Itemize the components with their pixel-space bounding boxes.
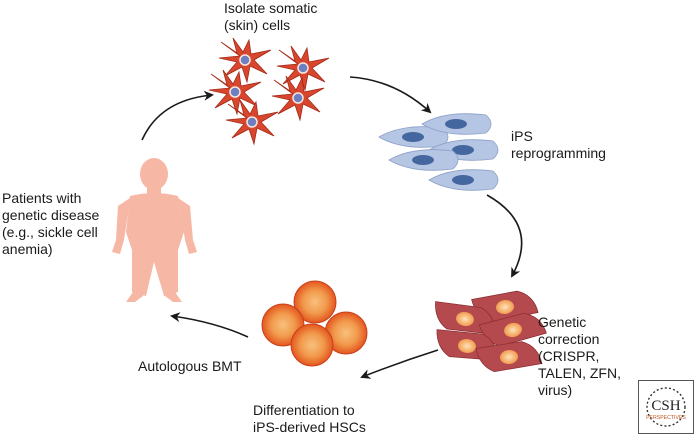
logo-letters: CSH: [651, 398, 680, 414]
cycle-arrows: [141, 76, 523, 379]
somatic-cell: [225, 99, 279, 145]
ips-cell: [428, 169, 499, 191]
hsc-cell: [293, 280, 337, 324]
corrected-cell-cluster: [430, 288, 548, 374]
hsc-cell: [290, 323, 334, 367]
arrow-to-differentiation: [360, 349, 439, 379]
ips-reprogramming-label: iPS reprogramming: [511, 128, 606, 161]
hsc-cluster: [261, 280, 368, 367]
somatic-cells-label: Isolate somatic (skin) cells: [224, 0, 318, 33]
arrow-to-patient: [170, 312, 249, 338]
somatic-cell: [271, 75, 325, 121]
human-figure: [112, 158, 197, 302]
logo-subtitle: PERSPECTIVES: [646, 415, 686, 421]
ips-cell: [388, 149, 459, 171]
genetic-correction-label: Genetic correction (CRISPR, TALEN, ZFN, …: [538, 314, 621, 398]
arrow-to-correction: [486, 194, 523, 278]
arrow-to-somatic: [141, 90, 214, 141]
patients-label: Patients with genetic disease (e.g., sic…: [2, 190, 100, 257]
autologous-bmt-label: Autologous BMT: [138, 358, 242, 374]
csh-perspectives-logo: CSH PERSPECTIVES: [638, 380, 694, 434]
ips-cell-cluster: [378, 113, 499, 191]
differentiation-label: Differentiation to iPS-derived HSCs: [253, 402, 366, 435]
arrow-to-ips: [349, 76, 432, 114]
somatic-cell-cluster: [208, 37, 330, 145]
